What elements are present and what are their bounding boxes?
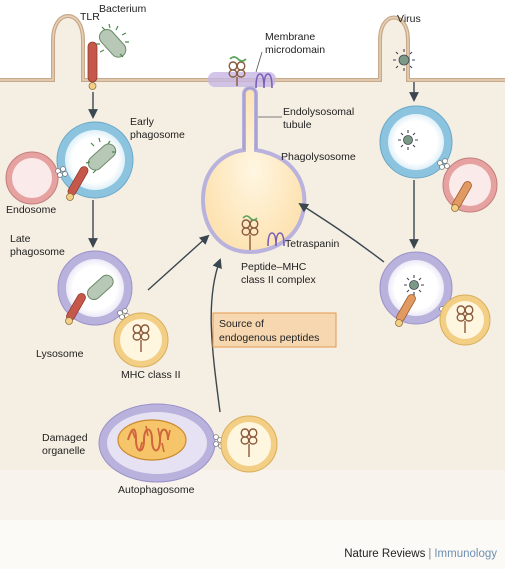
phagolysosome-mhc-icon <box>241 219 259 250</box>
label-bacterium: Bacterium <box>99 3 147 15</box>
late-phagosome-bacterium <box>87 274 114 301</box>
label-phagolysosome: Phagolysosome <box>281 151 356 163</box>
label-late-phagosome-2: phagosome <box>10 246 65 258</box>
phagolysosome-tetraspanin <box>267 232 285 247</box>
membrane-microdomain <box>208 72 276 87</box>
label-early-phagosome-1: Early <box>130 116 155 128</box>
early-phagosome-bacterium <box>85 137 117 174</box>
label-membrane-microdomain-2: microdomain <box>265 44 325 56</box>
label-early-phagosome-2: phagosome <box>130 129 185 141</box>
virus-icon <box>393 49 415 71</box>
label-membrane-microdomain-1: Membrane <box>265 31 315 43</box>
label-damaged-organelle-1: Damaged <box>42 432 88 444</box>
fusion-pore-3 <box>437 158 450 170</box>
journal-credit: Nature Reviews|Immunology <box>344 548 497 560</box>
label-source-endogenous-2: endogenous peptides <box>219 332 319 344</box>
microdomain-mhc-icon <box>228 61 246 86</box>
label-tlr: TLR <box>80 11 100 23</box>
label-endolysosomal-tubule-1: Endolysosomal <box>283 106 354 118</box>
tlr-receptor <box>87 41 98 83</box>
label-mhc-class-ii: MHC class II <box>121 369 181 381</box>
journal-name: Immunology <box>434 548 497 560</box>
label-damaged-organelle-2: organelle <box>42 445 85 457</box>
virus-in-endosome-icon <box>398 130 418 150</box>
phagolysosome-peptide <box>242 215 258 221</box>
bacterium-icon <box>96 23 129 58</box>
label-lysosome: Lysosome <box>36 348 84 360</box>
leader-membrane-microdomain <box>255 51 263 73</box>
label-peptide-mhc-2: class II complex <box>241 274 316 286</box>
lysosome-mhc-icon <box>132 324 150 352</box>
fusion-pore-1 <box>55 166 68 178</box>
arrow-autophagosome-to-phagolysosome <box>210 258 222 413</box>
publisher-name: Nature Reviews <box>344 548 426 560</box>
label-source-endogenous-1: Source of <box>219 318 264 330</box>
label-endolysosomal-tubule-2: tubule <box>283 119 312 131</box>
microdomain-peptide <box>229 56 247 62</box>
damaged-organelle-icon <box>117 419 187 461</box>
label-tetraspanin: Tetraspanin <box>285 238 339 250</box>
label-autophagosome: Autophagosome <box>118 484 195 496</box>
label-peptide-mhc-1: Peptide–MHC <box>241 261 307 273</box>
arrow-late-to-phagolysosome <box>147 234 210 291</box>
microdomain-tetraspanin <box>255 73 273 89</box>
virus-in-late-phagosome-icon <box>404 275 424 295</box>
label-endosome: Endosome <box>6 204 56 216</box>
endogenous-source-box <box>212 312 337 348</box>
arrow-viral-to-phagolysosome <box>298 202 385 263</box>
label-virus: Virus <box>397 13 421 25</box>
credit-separator: | <box>428 548 432 560</box>
label-late-phagosome-1: Late <box>10 233 31 245</box>
